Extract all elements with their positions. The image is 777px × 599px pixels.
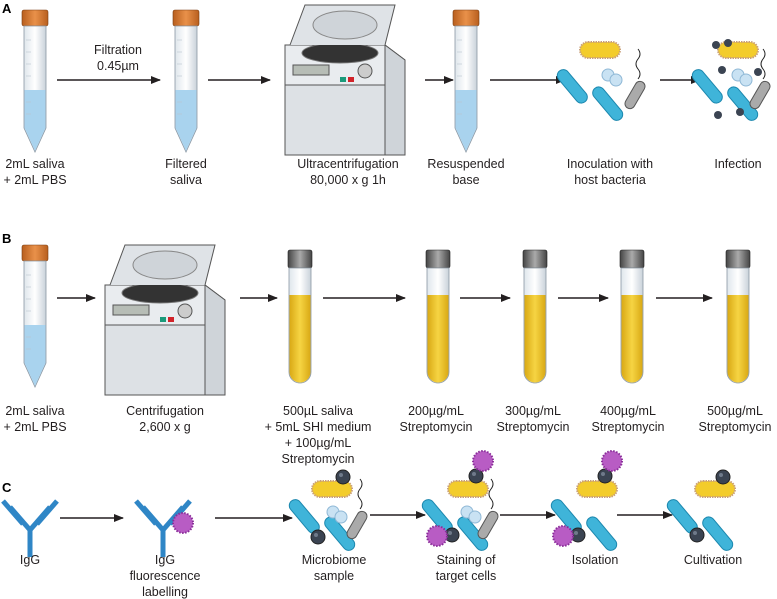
svg-text:500µL saliva+ 5mL SHI medium+: 500µL saliva+ 5mL SHI medium+ 100µg/mLSt… [265,404,372,466]
test-tube-icon [425,249,451,384]
svg-text:Infection: Infection [714,157,761,171]
panel-label-a: A [2,1,12,16]
fluorescent-label-icon [172,512,194,534]
panel-label-c: C [2,480,12,495]
panel-label-b: B [2,231,11,246]
conical-tube-icon [452,9,480,153]
svg-text:Cultivation: Cultivation [684,553,742,567]
conical-tube-icon [172,9,200,153]
conical-tube-icon [21,9,49,153]
centrifuge-icon [104,244,226,396]
stained-cells-icon [419,450,501,554]
test-tube-icon [287,249,313,384]
svg-text:2mL saliva+ 2mL PBS: 2mL saliva+ 2mL PBS [3,157,66,187]
svg-text:2mL saliva+ 2mL PBS: 2mL saliva+ 2mL PBS [3,404,66,434]
isolated-cells-icon [548,450,623,554]
test-tube-icon [619,249,645,384]
ultracentrifuge-icon [284,4,406,156]
test-tube-icon [522,249,548,384]
svg-text:IgG: IgG [20,553,40,567]
test-tube-icon [725,249,751,384]
host-bacteria-icon [554,41,648,124]
microbiome-sample-icon [286,469,370,554]
infected-bacteria-icon [689,39,773,124]
svg-text:Isolation: Isolation [572,553,619,567]
cultivated-cells-icon [664,469,736,554]
conical-tube-icon [21,244,49,388]
igg-antibody-icon [3,501,57,557]
